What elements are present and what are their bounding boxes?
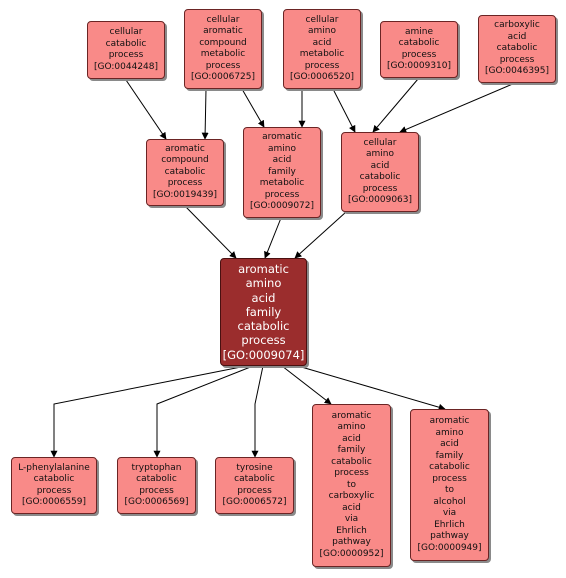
edge-6725-to-9072 bbox=[241, 88, 265, 128]
node-go-0006725[interactable]: cellular aromatic compound metabolic pro… bbox=[184, 9, 262, 89]
edge-6725-to-19439 bbox=[201, 88, 209, 140]
node-go-0009310[interactable]: amine catabolic process [GO:0009310] bbox=[380, 21, 458, 78]
node-label: aromatic compound catabolic process [GO:… bbox=[152, 143, 218, 200]
node-go-0009072[interactable]: aromatic amino acid family metabolic pro… bbox=[243, 127, 321, 218]
edge-46395-to-9063 bbox=[399, 82, 516, 133]
node-go-0006559[interactable]: L-phenylalanine catabolic process [GO:00… bbox=[11, 457, 97, 514]
node-go-0006569[interactable]: tryptophan catabolic process [GO:0006569… bbox=[117, 457, 196, 514]
node-go-0006572[interactable]: tyrosine catabolic process [GO:0006572] bbox=[215, 457, 294, 514]
edge-9074-to-6572 bbox=[251, 365, 264, 458]
node-go-0019439[interactable]: aromatic compound catabolic process [GO:… bbox=[146, 139, 224, 206]
node-go-0046395[interactable]: carboxylic acid catabolic process [GO:00… bbox=[478, 15, 556, 83]
node-label: cellular amino acid catabolic process [G… bbox=[347, 137, 413, 206]
node-go-0000949[interactable]: aromatic amino acid family catabolic pro… bbox=[410, 409, 489, 561]
node-go-0009063[interactable]: cellular amino acid catabolic process [G… bbox=[341, 132, 419, 212]
node-label: aromatic amino acid family catabolic pro… bbox=[222, 262, 305, 362]
edge-9072-to-9074 bbox=[264, 217, 282, 259]
edge-19439-to-9074 bbox=[184, 205, 237, 259]
node-label: tyrosine catabolic process [GO:0006572] bbox=[222, 462, 287, 508]
node-label: cellular amino acid metabolic process [G… bbox=[289, 14, 355, 83]
node-label: cellular catabolic process [GO:0044248] bbox=[93, 27, 159, 72]
node-go-0000952[interactable]: aromatic amino acid family catabolic pro… bbox=[312, 404, 391, 567]
edge-9074-to-952 bbox=[281, 365, 332, 405]
edge-9074-to-6559 bbox=[50, 365, 247, 458]
node-label: L-phenylalanine catabolic process [GO:00… bbox=[18, 462, 90, 508]
node-label: tryptophan catabolic process [GO:0006569… bbox=[124, 462, 189, 508]
node-go-0044248[interactable]: cellular catabolic process [GO:0044248] bbox=[87, 21, 165, 79]
edge-9074-to-949 bbox=[297, 365, 446, 411]
node-go-0009074[interactable]: aromatic amino acid family catabolic pro… bbox=[220, 258, 307, 366]
node-label: cellular aromatic compound metabolic pro… bbox=[190, 14, 256, 83]
edge-44248-to-19439 bbox=[125, 79, 167, 140]
edge-6520-to-9063 bbox=[332, 88, 356, 133]
node-label: aromatic amino acid family catabolic pro… bbox=[319, 410, 384, 559]
edge-9063-to-9074 bbox=[294, 211, 347, 259]
node-label: amine catabolic process [GO:0009310] bbox=[386, 26, 452, 72]
edge-9074-to-6569 bbox=[153, 365, 254, 458]
node-go-0006520[interactable]: cellular amino acid metabolic process [G… bbox=[283, 9, 361, 89]
node-label: aromatic amino acid family metabolic pro… bbox=[249, 132, 315, 212]
node-label: aromatic amino acid family catabolic pro… bbox=[417, 416, 482, 553]
edge-9310-to-9063 bbox=[372, 78, 419, 133]
node-label: carboxylic acid catabolic process [GO:00… bbox=[484, 20, 550, 77]
